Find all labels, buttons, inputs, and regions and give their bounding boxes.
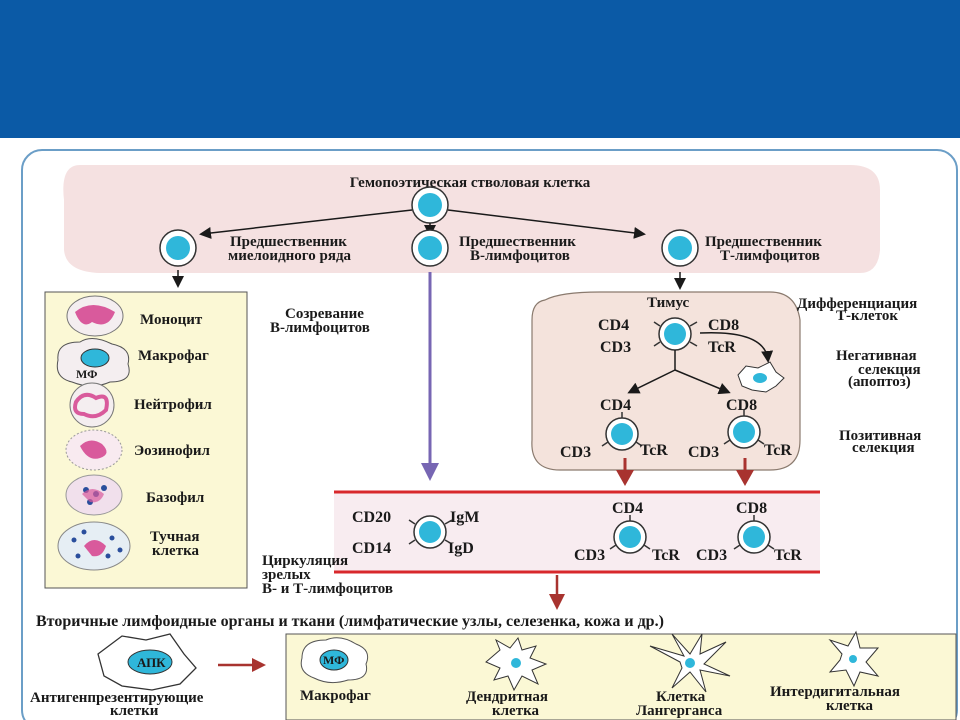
b-maturation-label-2: В-лимфоцитов: [270, 320, 370, 336]
t-cd4-mature: [609, 515, 651, 554]
circ-cd8: CD8: [736, 500, 767, 517]
circ-igd: IgD: [448, 540, 474, 557]
hsc-title: Гемопоэтическая стволовая клетка: [350, 175, 591, 191]
thymus-cd8-bottom: CD8: [726, 397, 757, 414]
arrow-thymus-cd8: [674, 369, 731, 395]
neutrophil-cell: [69, 382, 115, 428]
arrow-thymus-cd8-out: [736, 458, 754, 486]
b-progenitor-label-2: В-лимфоцитов: [470, 248, 570, 264]
b-progenitor-cell: [411, 229, 449, 267]
thymus-double-positive-cell: [653, 317, 698, 351]
positive-selection-label-2: селекция: [852, 440, 915, 456]
langerhans-label-2: Лангерганса: [636, 703, 723, 719]
circ-igm: IgM: [450, 509, 479, 526]
negative-selection-label-1: Негативная: [836, 348, 917, 364]
circ-cd4: CD4: [612, 500, 643, 517]
myeloid-progenitor-cell: [159, 229, 197, 267]
dendritic-label-2: клетка: [492, 703, 539, 719]
apoptotic-cell: [737, 361, 785, 393]
t-cd8-mature: [733, 515, 775, 554]
interdigitating-label-2: клетка: [826, 698, 873, 714]
t-progenitor-label-1: Предшественник: [705, 234, 822, 250]
neutrophil-label: Нейтрофил: [134, 397, 212, 413]
langerhans-label-1: Клетка: [656, 689, 706, 705]
circulation-label-1: Циркуляция: [262, 553, 348, 569]
thymus-tcr-top: TcR: [708, 339, 736, 356]
b-maturation-label-1: Созревание: [285, 306, 364, 322]
thymus-cd3-right: CD3: [688, 444, 719, 461]
circulation-label-2: зрелых: [262, 567, 311, 583]
arrow-thymus-cd4-out: [616, 458, 634, 486]
circ-tcr-left: TcR: [652, 547, 680, 564]
arrow-circulation-down: [549, 575, 565, 610]
dendritic-cell: [485, 636, 548, 692]
interdigitating-cell: [828, 630, 880, 688]
thymus-cd4-top: CD4: [598, 317, 629, 334]
langerhans-cell: [649, 633, 731, 693]
eosinophil-cell: [65, 429, 123, 471]
thymus-cd8-cell: [723, 410, 765, 449]
thymus-title: Тимус: [647, 295, 690, 311]
circ-cd3-left: CD3: [574, 547, 605, 564]
apc-macrophage-cell: [300, 637, 369, 684]
b-cell-mature: [408, 515, 453, 549]
thymus-tcr-right: TcR: [764, 442, 792, 459]
macrophage-cell: [56, 338, 130, 387]
secondary-organs-title: Вторичные лимфоидные органы и ткани (лим…: [36, 613, 664, 630]
differentiation-label-2: Т-клеток: [836, 308, 898, 324]
thymus-tcr-left: TcR: [640, 442, 668, 459]
differentiation-label-1: Дифференциация: [797, 296, 917, 312]
header-banner: [0, 0, 960, 138]
arrow-negative-selection: [699, 331, 774, 363]
diagram-frame: [21, 149, 958, 720]
apc-cell: [97, 633, 197, 691]
negative-selection-label-3: (апоптоз): [848, 374, 911, 390]
apc-label-1: Антигенпрезентирующие: [30, 690, 204, 706]
negative-selection-label-2: селекция: [858, 362, 921, 378]
basophil-cell: [65, 474, 123, 516]
circ-tcr-right: TcR: [774, 547, 802, 564]
arrow-thymus-cd4: [627, 369, 676, 394]
thymus-cd3-left: CD3: [560, 444, 591, 461]
b-progenitor-label-1: Предшественник: [459, 234, 576, 250]
interdigitating-label-1: Интердигитальная: [770, 684, 900, 700]
apc-abbr: АПК: [137, 655, 166, 670]
myeloid-progenitor-label-2: миелоидного ряда: [228, 248, 352, 264]
eosinophil-label: Эозинофил: [134, 443, 211, 459]
thymus-cd8-top: CD8: [708, 317, 739, 334]
monocyte-cell: [66, 295, 124, 337]
macrophage-abbr: МФ: [76, 367, 97, 381]
dendritic-label-1: Дендритная: [466, 689, 548, 705]
myeloid-progenitor-label-1: Предшественник: [230, 234, 347, 250]
arrow-hsc-myeloid: [199, 209, 413, 239]
circ-cd3-right: CD3: [696, 547, 727, 564]
thymus-cd4-bottom: CD4: [600, 397, 631, 414]
mast-cell: [57, 521, 131, 571]
apc-macrophage-label: Макрофаг: [300, 688, 371, 704]
basophil-label: Базофил: [146, 490, 205, 506]
thymus-cd3-top: CD3: [600, 339, 631, 356]
arrow-hsc-t: [447, 209, 646, 239]
thymus-cd4-cell: [601, 412, 643, 451]
hsc-cell: [411, 186, 449, 224]
circ-cd14: CD14: [352, 540, 391, 557]
mast-label-2: клетка: [152, 543, 199, 559]
t-progenitor-cell: [661, 229, 699, 267]
circ-cd20: CD20: [352, 509, 391, 526]
mast-label-1: Тучная: [150, 529, 199, 545]
t-progenitor-label-2: Т-лимфоцитов: [720, 248, 820, 264]
monocyte-label: Моноцит: [140, 312, 203, 328]
apc-macrophage-abbr: МФ: [323, 653, 344, 667]
macrophage-label: Макрофаг: [138, 348, 209, 364]
apc-label-2: клетки: [110, 703, 159, 719]
circulation-label-3: В- и Т-лимфоцитов: [262, 581, 393, 597]
arrow-apc-to-tissues: [218, 658, 266, 672]
positive-selection-label-1: Позитивная: [839, 428, 921, 444]
